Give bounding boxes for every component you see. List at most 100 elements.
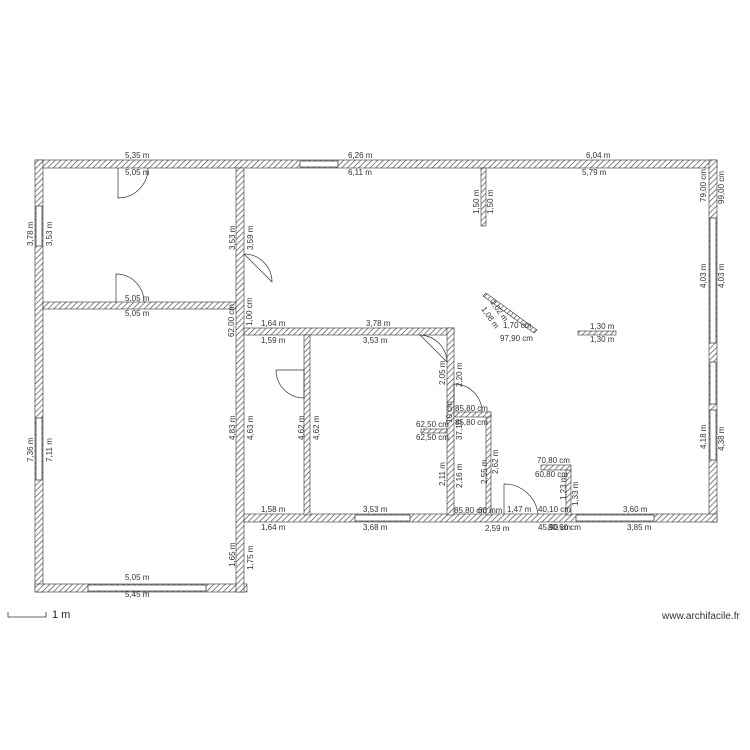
- dim-top-outer-mid: 6,26 m: [348, 151, 373, 160]
- watermark-text: www.archifacile.fr: [662, 611, 740, 622]
- dim-wc-bottom-inner: 1,58 m: [261, 505, 286, 514]
- dim-entry-b: 40,10 cm: [538, 505, 571, 514]
- dim-left-room2-inner: 7,11 m: [45, 438, 54, 462]
- wall-partition-diagonal: [482, 292, 538, 334]
- dim-closet-bottom-a: 85,80 cm: [454, 506, 487, 515]
- dim-entry-d: 80,50 cm: [548, 523, 581, 532]
- dim-bath-bottom-inner: 3,53 m: [363, 505, 388, 514]
- dim-partition2-bottom: 1,30 m: [590, 335, 615, 344]
- dim-right-top-a: 79,00 cm: [699, 169, 708, 202]
- dim-bath-top-inner: 3,53 m: [363, 336, 388, 345]
- dim-top-inner-left: 5,05 m: [125, 168, 150, 177]
- window-bottom-bath: [354, 514, 411, 522]
- wall-top: [34, 159, 718, 169]
- dim-room1-right-a: 3,53 m: [228, 225, 237, 250]
- wall-small-block: [420, 428, 448, 434]
- window-top: [299, 160, 339, 168]
- dim-room2-right-a: 4,83 m: [228, 415, 237, 440]
- dim-entry-width: 1,47 m: [507, 505, 532, 514]
- dim-living-bottom-inner: 3,60 m: [623, 505, 648, 514]
- wall-closet-top: [453, 411, 492, 418]
- dim-right-low-b: 4,38 m: [717, 426, 726, 451]
- dim-room1-right-b: 3,59 m: [246, 225, 255, 250]
- door-room1-bottom: [115, 273, 145, 303]
- dim-pillar-a: 1,50 m: [472, 189, 481, 214]
- dim-right-low-a: 4,18 m: [699, 424, 708, 449]
- wall-vertical-left: [235, 167, 245, 593]
- dim-closet-top-a: 85,80 cm: [455, 404, 488, 413]
- door-room1-top: [117, 167, 149, 199]
- dim-closet-right-a: 2,55 m: [480, 459, 489, 484]
- dim-entry-top-a: 70,80 cm: [537, 456, 570, 465]
- wall-bath-right: [446, 327, 455, 516]
- wall-room1-bottom: [42, 301, 240, 310]
- scale-label: 1 m: [52, 609, 71, 621]
- dim-entry-top-b: 60,80 cm: [535, 470, 568, 479]
- dim-left-room1-inner: 3,53 m: [45, 221, 54, 246]
- dim-bottom-inner-left: 5,05 m: [125, 573, 150, 582]
- dim-closet-bottom-c: 60 mm: [478, 506, 503, 515]
- dim-top-outer-right: 6,04 m: [586, 151, 611, 160]
- dim-closet-bottom-b: 2,59 m: [485, 524, 510, 533]
- dim-entry-c: 45,90 cm: [538, 523, 571, 532]
- dim-left-room1-outer: 3,78 m: [26, 221, 35, 246]
- dim-room1-small-a: 62,00 cm: [227, 304, 236, 337]
- dim-entry-f: 1,33 m: [571, 481, 580, 506]
- window-right-2: [709, 361, 717, 405]
- doors: [115, 167, 539, 515]
- dim-top-inner-mid: 6,11 m: [348, 168, 372, 177]
- dim-wc-top-inner: 1,59 m: [261, 336, 286, 345]
- window-left-2: [35, 417, 43, 481]
- door-entry: [503, 483, 539, 515]
- dim-bath-right-d: 2,16 m: [455, 463, 464, 488]
- wall-pillar: [480, 167, 487, 227]
- dim-partition2-top: 1,30 m: [590, 322, 615, 331]
- dim-top-inner-right: 5,79 m: [582, 168, 607, 177]
- wall-wc-bath: [303, 334, 311, 516]
- door-room1-right: [243, 253, 273, 283]
- window-bottom-living: [575, 514, 655, 522]
- dim-room1-small-b: 1,00 cm: [245, 297, 254, 326]
- dim-right-top-b: 99,00 cm: [717, 171, 726, 204]
- dim-room1-bottom-a: 5,05 m: [125, 294, 150, 303]
- dim-closet-right-b: 2,62 m: [491, 449, 500, 474]
- dim-bath-small-c: 10 cm: [445, 401, 454, 423]
- door-closet: [453, 383, 483, 413]
- dim-bottom-outer-left: 5,45 m: [125, 590, 150, 599]
- dim-bath-small-b: 62,50 cm: [416, 433, 449, 442]
- dim-bath-top-outer: 3,78 m: [366, 319, 391, 328]
- dim-right-mid-a: 4,03 m: [699, 263, 708, 288]
- dim-living-bottom-outer: 3,85 m: [627, 523, 652, 532]
- dim-top-outer-left: 5,35 m: [125, 151, 150, 160]
- dim-bath-right-b: 2,20 m: [455, 362, 464, 387]
- dim-bath-small-a: 62,50 cm: [416, 420, 449, 429]
- dim-bath-right-c: 2,11 m: [438, 462, 447, 486]
- door-wc: [275, 369, 305, 399]
- door-bath: [419, 334, 448, 363]
- window-right-3: [709, 409, 717, 461]
- dim-partition-c: 1,70 cm: [503, 321, 532, 330]
- dim-left-room2-outer: 7,36 m: [26, 437, 35, 462]
- wall-partition-small: [577, 330, 617, 336]
- dim-wc-bottom-outer: 1,64 m: [261, 523, 286, 532]
- dim-room2-right-c: 1,65 m: [228, 542, 237, 567]
- dim-bath-bottom-outer: 3,68 m: [363, 523, 388, 532]
- dim-room2-right-d: 1,75 m: [246, 545, 255, 570]
- dim-wc-right-b: 4,62 m: [312, 415, 321, 440]
- dim-pillar-b: 1,50 m: [486, 189, 495, 214]
- dimension-labels: 5,35 m 6,26 m 6,04 m 5,05 m 6,11 m 5,79 …: [26, 151, 726, 599]
- dim-room2-right-b: 4,63 m: [246, 415, 255, 440]
- dim-partition-d: 97,90 cm: [500, 334, 533, 343]
- dim-closet-top-b: 85,80 cm: [455, 418, 488, 427]
- window-bottom-left: [87, 584, 207, 592]
- windows: [35, 160, 717, 592]
- scale-bar: [7, 612, 47, 618]
- dim-wc-top-outer: 1,64 m: [261, 319, 286, 328]
- dim-bath-right-a: 2,05 m: [438, 360, 447, 385]
- dim-room1-bottom-b: 5,05 m: [125, 309, 150, 318]
- window-right-1: [709, 217, 717, 344]
- dim-right-mid-b: 4,03 m: [717, 263, 726, 288]
- dim-wc-right-a: 4,62 m: [297, 415, 306, 440]
- dim-bath-small-d: 37,10: [455, 419, 464, 440]
- wall-bath-top: [243, 327, 455, 336]
